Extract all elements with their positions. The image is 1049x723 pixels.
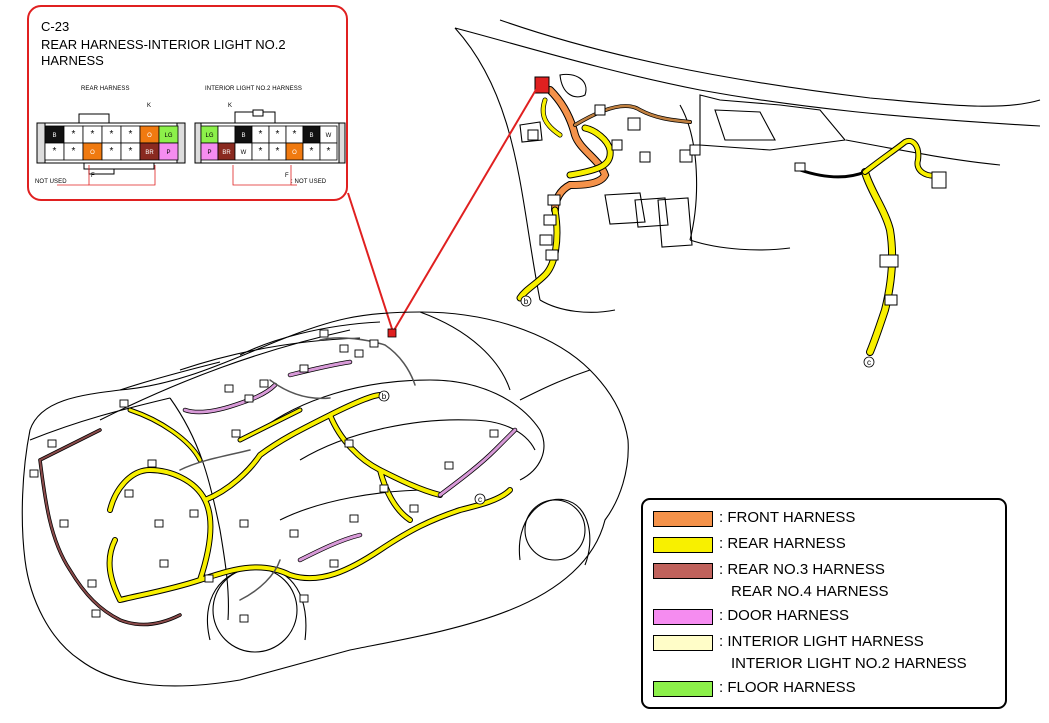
misc-wiring-car	[179, 337, 416, 601]
left-pin-label: *	[110, 129, 114, 140]
right-pin-cell	[319, 142, 338, 161]
left-pin-label: P	[166, 150, 170, 156]
left-pin-label: *	[129, 129, 133, 140]
left-pin-label: BR	[145, 150, 154, 156]
legend-label-line: : DOOR HARNESS	[719, 607, 850, 624]
legend-item: : FRONT HARNESS	[653, 507, 855, 529]
legend-label-line: : REAR NO.3 HARNESS	[719, 561, 885, 578]
door-harness-route-car	[182, 359, 518, 563]
marker-b-car: b	[382, 392, 387, 401]
left-connector-name: REAR HARNESS	[81, 86, 130, 92]
marker-c-dash: c	[867, 358, 871, 367]
right-pin-label: *	[276, 146, 280, 157]
marker-c-car: c	[478, 495, 482, 504]
legend-swatch	[653, 537, 713, 553]
right-key-label: K	[228, 103, 233, 109]
legend-swatch	[653, 563, 713, 579]
connector-code: C-23	[41, 19, 70, 34]
legend-label-line: : FRONT HARNESS	[719, 509, 856, 526]
legend-label-line: : INTERIOR LIGHT HARNESS	[719, 633, 924, 650]
left-pointer-label: F	[91, 173, 95, 179]
right-pin-label: BR	[222, 150, 231, 156]
connector-faces: B * * * * O LG * * O * * BR P LG B * * * B W P BR W * * O * *	[36, 109, 346, 186]
right-pin-label: W	[326, 133, 332, 139]
legend-label: : DOOR HARNESS	[719, 605, 849, 627]
left-pin-label: *	[72, 146, 76, 157]
callout-pointer	[347, 87, 538, 333]
left-pin-label: O	[147, 133, 152, 139]
legend-item: : REAR NO.3 HARNESS REAR NO.4 HARNESS	[653, 559, 889, 603]
connector-callout: C-23 REAR HARNESS-INTERIOR LIGHT NO.2 HA…	[27, 5, 348, 201]
legend-item: : INTERIOR LIGHT HARNESS INTERIOR LIGHT N…	[653, 631, 967, 675]
left-pin-label: B	[52, 133, 56, 139]
left-pin-label: *	[72, 129, 76, 140]
left-pin-label: *	[129, 146, 133, 157]
right-pin-label: B	[309, 133, 313, 139]
right-pin-label: *	[293, 129, 297, 140]
left-connector-pins: B * * * * O LG * * O * * BR P	[44, 125, 179, 161]
left-pin-label: LG	[164, 133, 172, 139]
right-pin-label: *	[310, 146, 314, 157]
left-pin-label: *	[110, 146, 114, 157]
rear-harness-route-dash	[516, 97, 943, 356]
left-pin-label: *	[91, 129, 95, 140]
legend-label: : FLOOR HARNESS	[719, 677, 856, 699]
legend-label-line: INTERIOR LIGHT NO.2 HARNESS	[731, 655, 967, 672]
right-pin-cell	[217, 125, 236, 144]
right-pin-label: *	[276, 129, 280, 140]
right-pointer-label: F	[285, 173, 289, 179]
right-pin-label: W	[241, 150, 247, 156]
left-pin-label: O	[90, 150, 95, 156]
legend-item: : FLOOR HARNESS	[653, 677, 856, 699]
legend-swatch	[653, 609, 713, 625]
right-pin-label: *	[327, 146, 331, 157]
legend-item: : REAR HARNESS	[653, 533, 846, 555]
legend-item: : DOOR HARNESS	[653, 605, 849, 627]
legend-label: : FRONT HARNESS	[719, 507, 855, 529]
left-key-label: K	[147, 103, 152, 109]
right-pin-label: B	[241, 133, 245, 139]
right-pin-label: LG	[205, 133, 213, 139]
marker-b-dash: b	[524, 297, 529, 306]
right-connector-pins: LG B * * * B W P BR W * * O * *	[200, 125, 338, 161]
legend-label-line: REAR NO.4 HARNESS	[731, 583, 889, 600]
dash-connectors	[527, 104, 947, 306]
connector-title: REAR HARNESS-INTERIOR LIGHT NO.2 HARNESS	[41, 37, 286, 68]
c23-location-marker-dash	[534, 76, 550, 94]
dashboard-outline	[454, 19, 1041, 313]
right-not-used-label: : NOT USED	[291, 179, 327, 185]
legend-swatch	[653, 511, 713, 527]
c23-location-marker-car	[387, 328, 397, 338]
car-connectors	[29, 329, 499, 623]
legend-swatch	[653, 681, 713, 697]
rear-harness-route-car	[106, 392, 513, 603]
left-pin-cell	[158, 142, 179, 161]
right-connector-name: INTERIOR LIGHT NO.2 HARNESS	[205, 86, 302, 92]
rear-no3-harness-route-car	[38, 428, 182, 627]
legend-swatch	[653, 635, 713, 651]
legend-label-line: : FLOOR HARNESS	[719, 679, 856, 696]
right-pin-label: P	[207, 150, 211, 156]
legend-label: : INTERIOR LIGHT HARNESS INTERIOR LIGHT N…	[719, 631, 967, 675]
car-body-outline	[21, 311, 629, 687]
legend-label: : REAR HARNESS	[719, 533, 846, 555]
right-pin-label: O	[292, 150, 297, 156]
right-pin-label: *	[259, 146, 263, 157]
right-pin-label: *	[259, 129, 263, 140]
left-not-used-label: NOT USED	[35, 179, 67, 185]
harness-color-legend: : FRONT HARNESS : REAR HARNESS : REAR NO.3…	[641, 498, 1007, 709]
legend-label: : REAR NO.3 HARNESS REAR NO.4 HARNESS	[719, 559, 889, 603]
legend-label-line: : REAR HARNESS	[719, 535, 846, 552]
left-pin-label: *	[53, 146, 57, 157]
